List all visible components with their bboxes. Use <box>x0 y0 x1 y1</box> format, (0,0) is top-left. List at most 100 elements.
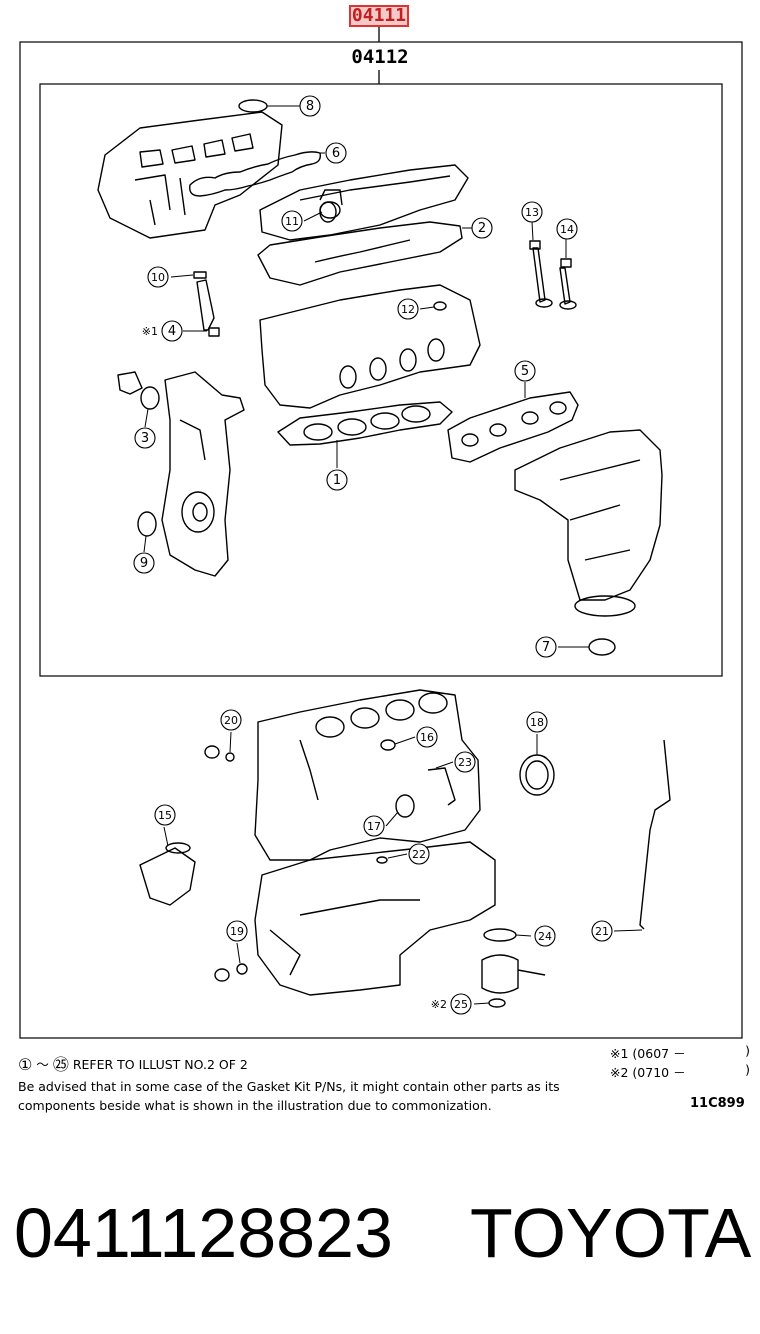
callout-12[interactable]: 12 <box>397 298 419 320</box>
callout-circle <box>526 711 548 733</box>
variant-2-close: ) <box>745 1062 750 1077</box>
kit-frame <box>19 41 743 1039</box>
callout-circle <box>591 920 613 942</box>
callout-circle <box>161 320 183 342</box>
callout-4[interactable]: 4 ※1 <box>142 320 183 342</box>
callout-label: 17 <box>367 820 381 833</box>
callout-label: 23 <box>458 756 472 769</box>
upper-subkit-frame <box>39 83 723 677</box>
callout-label: 24 <box>538 930 552 943</box>
range-separator: ～ <box>36 1057 49 1072</box>
callout-18[interactable]: 18 <box>526 711 548 733</box>
callout-variant-mark: ※2 <box>431 998 447 1011</box>
callout-label: 1 <box>333 473 341 488</box>
callout-label: 2 <box>478 221 486 236</box>
head-gasket-drawing <box>277 401 453 446</box>
cylinder-head-drawing <box>259 284 481 409</box>
callout-label: 22 <box>412 848 426 861</box>
exhaust-gasket-drawing <box>447 391 579 463</box>
callout-circle <box>556 218 578 240</box>
callout-circle <box>220 709 242 731</box>
callout-label: 21 <box>595 925 609 938</box>
part-number: 0411128823 <box>14 1194 393 1272</box>
seal-9-drawing <box>137 511 157 537</box>
callout-15[interactable]: 15 <box>154 804 176 826</box>
plug-12-drawing <box>433 301 447 311</box>
callout-label: 4 <box>168 324 176 339</box>
callout-21[interactable]: 21 <box>591 920 613 942</box>
variant-2-mark: ※2 <box>610 1065 629 1080</box>
callout-label: 16 <box>420 731 434 744</box>
callout-circle <box>471 217 493 239</box>
callout-14[interactable]: 14 <box>556 218 578 240</box>
illustration-id: 11C899 <box>690 1096 745 1111</box>
callout-8[interactable]: 8 <box>299 95 321 117</box>
cylinder-block-drawing <box>254 689 481 861</box>
callout-label: 25 <box>454 998 468 1011</box>
gasket-7-drawing <box>588 638 616 656</box>
callout-circle <box>450 993 472 1015</box>
callout-22[interactable]: 22 <box>408 843 430 865</box>
callout-circle <box>534 925 556 947</box>
callout-2[interactable]: 2 <box>471 217 493 239</box>
callout-17[interactable]: 17 <box>363 815 385 837</box>
callout-label: 6 <box>332 146 340 161</box>
callout-circle <box>133 552 155 574</box>
callout-16[interactable]: 16 <box>416 726 438 748</box>
part-23-drawing <box>427 767 456 806</box>
callout-circle <box>326 469 348 491</box>
advice-note: Be advised that in some case of the Gask… <box>18 1079 560 1113</box>
callout-label: 19 <box>230 925 244 938</box>
callout-circle <box>397 298 419 320</box>
kit-part-code: 04112 <box>351 46 409 68</box>
callout-19[interactable]: 19 <box>226 920 248 942</box>
part-16-drawing <box>380 739 396 751</box>
range-start-marker: ① <box>18 1055 33 1074</box>
callout-circle <box>134 427 156 449</box>
callout-circle <box>416 726 438 748</box>
refer-text: REFER TO ILLUST NO.2 OF 2 <box>72 1057 248 1072</box>
callout-5[interactable]: 5 <box>514 360 536 382</box>
oil-pan-drawing <box>254 841 496 996</box>
callout-label: 15 <box>158 809 172 822</box>
callout-24[interactable]: 24 <box>534 925 556 947</box>
callout-circle <box>299 95 321 117</box>
variant-2-range: (0710 － <box>632 1065 686 1080</box>
callout-6[interactable]: 6 <box>325 142 347 164</box>
callout-variant-mark: ※1 <box>142 325 158 338</box>
callout-9[interactable]: 9 <box>133 552 155 574</box>
callout-7[interactable]: 7 <box>535 636 557 658</box>
oil-filter-drawing <box>481 928 546 1008</box>
callout-10[interactable]: 10 <box>147 266 169 288</box>
callout-20[interactable]: 20 <box>220 709 242 731</box>
callout-3[interactable]: 3 <box>134 427 156 449</box>
callout-label: 11 <box>285 215 299 228</box>
water-inlet-drawing <box>117 371 160 410</box>
plug-22-drawing <box>376 856 388 864</box>
plug-19-drawing <box>214 968 230 982</box>
seal-17-drawing <box>395 794 415 818</box>
callout-label: 14 <box>560 223 574 236</box>
refer-note: ① ～ ㉕ REFER TO ILLUST NO.2 OF 2 <box>18 1051 248 1075</box>
callout-label: 10 <box>151 271 165 284</box>
intake-manifold-drawing <box>97 111 283 239</box>
callout-25[interactable]: 25 ※2 <box>431 993 472 1015</box>
callout-label: 12 <box>401 303 415 316</box>
timing-cover-drawing <box>161 371 245 577</box>
variant-1-close: ) <box>745 1043 750 1058</box>
callout-13[interactable]: 13 <box>521 201 543 223</box>
callout-circle <box>363 815 385 837</box>
valves-drawing <box>529 240 577 310</box>
callout-23[interactable]: 23 <box>454 751 476 773</box>
variant-1-row: ※1 (0607 － ) <box>610 1043 750 1062</box>
callout-label: 8 <box>306 99 314 114</box>
variant-1-mark: ※1 <box>610 1046 629 1061</box>
variant-2-row: ※2 (0710 － ) <box>610 1062 750 1081</box>
callout-label: 5 <box>521 364 529 379</box>
callout-1[interactable]: 1 <box>326 469 348 491</box>
intake-gasket-drawing <box>189 151 322 197</box>
set-part-code[interactable]: 04111 <box>349 5 409 27</box>
callout-11[interactable]: 11 <box>281 210 303 232</box>
callout-label: 3 <box>141 431 149 446</box>
